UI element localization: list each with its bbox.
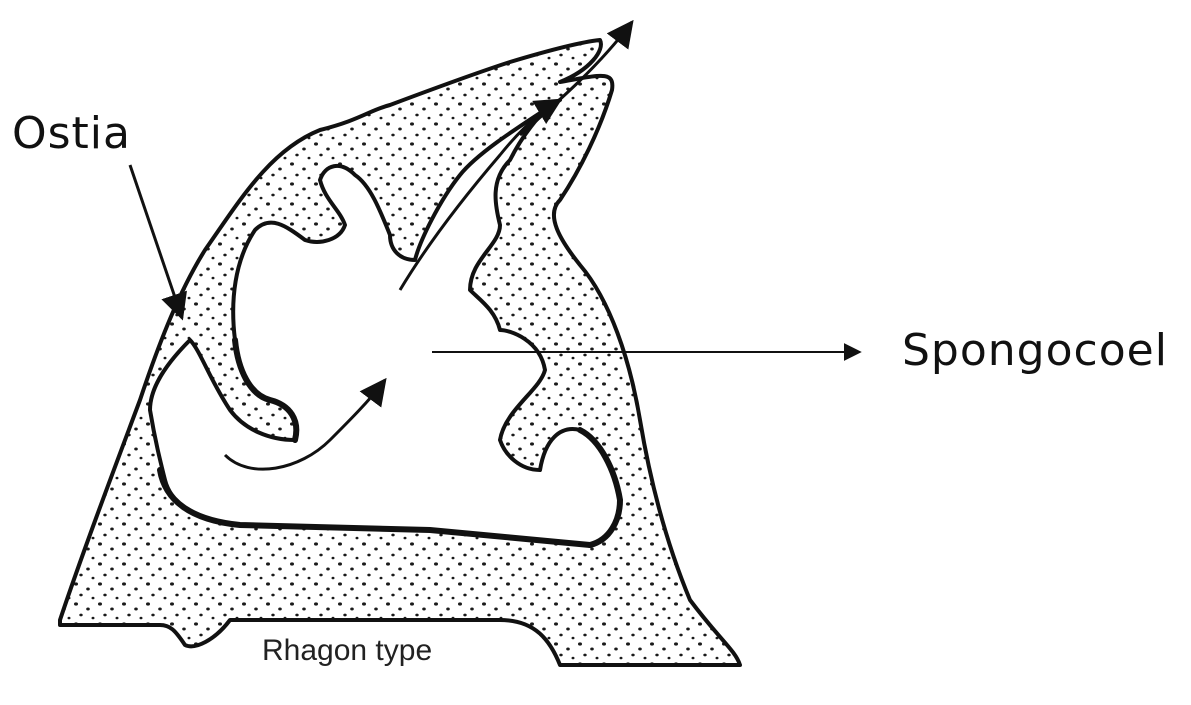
ostia-pointer-arrow	[130, 165, 182, 318]
ostia-label: Ostia	[12, 108, 131, 159]
diagram-caption: Rhagon type	[262, 634, 432, 668]
spongocoel-label: Spongocoel	[902, 325, 1168, 376]
